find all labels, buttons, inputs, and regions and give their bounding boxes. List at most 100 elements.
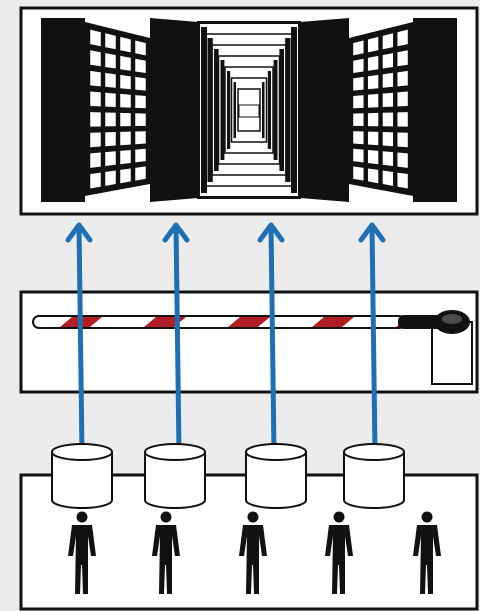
data-store-icon (51, 443, 113, 509)
corridor-rack (201, 27, 207, 193)
rack-window (397, 132, 408, 148)
rack-window (382, 151, 394, 167)
corridor-rack (233, 82, 236, 138)
rack-window (105, 33, 116, 50)
rack-window (120, 93, 131, 108)
rack-window (90, 112, 101, 127)
rack-window (397, 91, 408, 107)
rack-window (105, 112, 116, 127)
rack-window (105, 170, 116, 186)
rack-window (353, 95, 364, 109)
rack-window (353, 131, 364, 145)
corridor-rack (291, 27, 297, 193)
person-icon (325, 511, 353, 594)
rack-window (90, 70, 101, 87)
rack-window (367, 112, 379, 127)
gate-post (431, 321, 473, 385)
rack-window (382, 33, 394, 50)
corridor-rack (220, 60, 225, 160)
rack-window (90, 29, 101, 47)
rack-window (105, 132, 116, 147)
corridor-depth-line (224, 66, 274, 154)
rack-window (135, 40, 146, 56)
corridor-depth-line (230, 77, 268, 143)
rack-window (397, 70, 408, 87)
person-icon (68, 511, 96, 594)
person-icon (413, 511, 441, 594)
rack-window (397, 112, 408, 127)
rack-window (367, 150, 379, 165)
rack-window (397, 50, 408, 67)
upward-arrow (162, 222, 190, 455)
rack-window (105, 53, 116, 69)
rack-window (120, 112, 131, 127)
rack-window (120, 74, 131, 90)
upward-arrow (358, 222, 386, 455)
rack-window (353, 113, 364, 127)
rack-window (353, 40, 364, 56)
corridor-depth-line (237, 88, 261, 132)
rack-window (397, 172, 408, 189)
corridor-rack (214, 49, 219, 171)
rack-window (382, 132, 394, 147)
barrier-frame (19, 290, 479, 394)
rack-window (382, 72, 394, 88)
corridor-rack (273, 60, 278, 160)
rack-window (135, 58, 146, 74)
rack-window (382, 92, 394, 108)
rack-window (135, 148, 146, 163)
data-center-panel (19, 6, 479, 216)
corridor-rack (227, 71, 231, 149)
rack-window (353, 166, 364, 181)
rack-window (120, 150, 131, 165)
data-store-icon (245, 443, 307, 509)
rack-window (135, 166, 146, 181)
rack-window (382, 112, 394, 127)
rack-window (367, 93, 379, 108)
rack-window (120, 55, 131, 71)
rack-window (135, 131, 146, 145)
rack-window (90, 132, 101, 148)
rack-window (105, 151, 116, 167)
rack-window (90, 50, 101, 67)
corridor-rack (285, 38, 291, 182)
person-icon (152, 511, 180, 594)
server-corridor-illustration (41, 18, 457, 202)
rack-window (397, 152, 408, 168)
corridor-rack (262, 82, 265, 138)
rack-window (135, 113, 146, 127)
rack-window (353, 148, 364, 163)
corridor-rack (207, 38, 213, 182)
person-icon (239, 511, 267, 594)
rack-window (105, 92, 116, 108)
rack-window (367, 36, 379, 53)
rack-window (353, 76, 364, 91)
upward-arrow (65, 222, 93, 455)
rack-window (367, 168, 379, 184)
gate-stripe (312, 317, 354, 327)
corridor-end (238, 104, 260, 118)
rack-window (353, 58, 364, 74)
corridor-rack (267, 71, 271, 149)
rack-window (367, 55, 379, 71)
rack-window (90, 152, 101, 168)
gate-stripe (228, 317, 270, 327)
rack-window (120, 168, 131, 184)
data-store-icon (343, 443, 405, 509)
rack-window (120, 131, 131, 146)
rack-window (397, 29, 408, 47)
rack-window (90, 91, 101, 107)
rack-window (135, 76, 146, 91)
rack-window (382, 53, 394, 69)
data-store-icon (144, 443, 206, 509)
corridor-rack (279, 49, 284, 171)
rack-window (367, 74, 379, 90)
upward-arrow (257, 222, 285, 455)
barrier-panel (19, 290, 479, 394)
rack-window (135, 95, 146, 109)
rack-window (105, 72, 116, 88)
rack-window (382, 170, 394, 186)
rack-window (90, 172, 101, 189)
rack-window (367, 131, 379, 146)
